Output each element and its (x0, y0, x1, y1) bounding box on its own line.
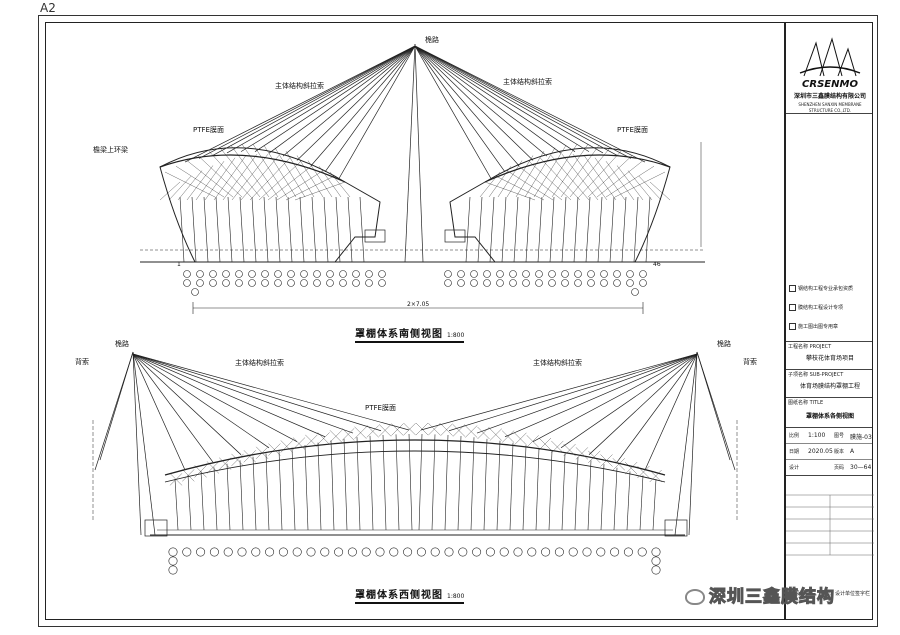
label-right-mast: 桅路 (717, 339, 731, 348)
label-bottom-left-cables: 主体结构斜拉索 (235, 358, 284, 367)
label-ptfe-left: PTFE膜面 (193, 125, 224, 134)
south-elevation-drawing: 桅路 主体结构斜拉索 主体结构斜拉索 PTFE膜面 PTFE膜面 檐梁上环梁 2… (93, 35, 705, 314)
project-label: 工程名称 PROJECT (788, 344, 832, 350)
cert-check-3: 施工图出图专用章 (789, 323, 873, 330)
company-name-en: SHENZHEN SANXIN MEMBRANE STRUCTURE CO.,L… (798, 102, 862, 113)
west-elevation-drawing: 桅路 桅路 背索 背索 主体结构斜拉索 主体结构斜拉索 PTFE膜面 (75, 339, 757, 575)
left-stand-outline (159, 147, 381, 263)
axis-right-label: 46 (653, 261, 661, 268)
label-bottom-ptfe: PTFE膜面 (365, 403, 396, 412)
label-mast-top: 桅路 (425, 35, 439, 44)
dimension-text: 2×7.05 (407, 301, 429, 308)
label-ptfe-right: PTFE膜面 (617, 125, 648, 134)
central-mast (404, 43, 416, 263)
drawing-name: 罩棚体系各侧视图 (805, 413, 854, 420)
axis-left-label: 1 (177, 261, 181, 268)
wechat-icon (685, 589, 705, 605)
project-name: 攀枝花体育场项目 (805, 355, 854, 362)
right-stand-outline (449, 147, 671, 263)
title-block: CRSENMO 深圳市三鑫膜结构有限公司 SHENZHEN SANXIN MEM… (785, 22, 874, 620)
drawing-area (45, 22, 785, 620)
left-mast (132, 351, 156, 536)
svg-text:CRSENMO: CRSENMO (802, 79, 858, 90)
roof-outline (164, 439, 666, 476)
label-ring-beam: 檐梁上环梁 (93, 145, 128, 154)
sub-project-name: 体育场膜结构罩棚工程 (799, 383, 860, 390)
sheet-size-label: A2 (40, 1, 56, 15)
label-right-cables: 主体结构斜拉索 (503, 77, 552, 86)
company-logo: CRSENMO (799, 37, 861, 90)
signature-grid (786, 494, 874, 556)
right-mast (674, 351, 698, 536)
label-back-right: 背索 (743, 357, 757, 366)
drawing-label: 图纸名称 TITLE (788, 400, 824, 406)
sub-project-label: 子项名称 SUB-PROJECT (788, 372, 844, 378)
label-left-mast: 桅路 (115, 339, 129, 348)
title-block-footer: 建设、施工、监理、设计单位签字栏 (789, 591, 870, 597)
label-left-cables: 主体结构斜拉索 (275, 81, 324, 90)
cert-check-2: 膜结构工程设计专项 (789, 304, 873, 311)
cert-check-1: 钢结构工程专业承包资质 (789, 285, 873, 292)
company-name: 深圳市三鑫膜结构有限公司 (793, 93, 866, 100)
label-back-left: 背索 (75, 357, 89, 366)
label-bottom-right-cables: 主体结构斜拉索 (533, 358, 582, 367)
sheet-frame (38, 15, 878, 627)
watermark: 深圳三鑫膜结构 (685, 582, 835, 608)
